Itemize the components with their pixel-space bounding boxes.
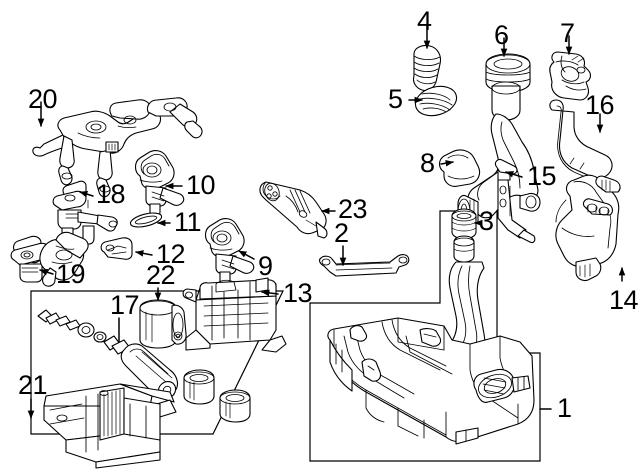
part-22-fuel-filter: [139, 299, 187, 349]
callout-18[interactable]: 18: [96, 179, 126, 209]
part-5-cap-gasket: [414, 85, 458, 117]
part-2-hold-down-strap: [319, 254, 410, 277]
callout-2[interactable]: 2: [334, 218, 349, 248]
fuel-tank-assembly-box: [309, 210, 541, 462]
part-14-charcoal-canister: [555, 174, 621, 282]
callout-16[interactable]: 16: [585, 90, 615, 120]
part-8-filler-hose-elbow: [438, 149, 481, 187]
callout-13[interactable]: 13: [283, 278, 313, 308]
callout-21[interactable]: 21: [18, 370, 48, 400]
callout-12[interactable]: 12: [156, 239, 186, 269]
callout-10[interactable]: 10: [186, 170, 216, 200]
callout-11[interactable]: 11: [174, 207, 202, 237]
part-11-clip: [129, 212, 163, 228]
callout-20[interactable]: 20: [28, 84, 58, 114]
part-12-bracket: [100, 237, 133, 260]
callout-8[interactable]: 8: [420, 148, 435, 178]
part-15-canister-bracket: [494, 158, 536, 244]
part-13-heat-shield: [182, 277, 287, 353]
callout-9[interactable]: 9: [258, 251, 273, 281]
callout-1[interactable]: 1: [557, 393, 572, 423]
part-1-fuel-tank: [327, 261, 535, 445]
part-3-filler-neck-seal: [451, 208, 477, 263]
callout-15[interactable]: 15: [527, 161, 557, 191]
part-17-fuel-pump-assembly: [37, 309, 251, 423]
callout-5[interactable]: 5: [388, 84, 403, 114]
leader-lines: [27, 23, 626, 419]
callout-3[interactable]: 3: [479, 206, 494, 236]
part-21-tank-shield: [43, 383, 177, 469]
part-20-fuel-pump-mount-frame: [32, 97, 203, 198]
callout-22[interactable]: 22: [146, 260, 176, 290]
callout-6[interactable]: 6: [494, 20, 509, 50]
callout-7[interactable]: 7: [560, 18, 575, 48]
part-7-vent-valve: [549, 51, 591, 101]
callout-14[interactable]: 14: [609, 285, 639, 315]
callout-23[interactable]: 23: [338, 194, 368, 224]
callout-4[interactable]: 4: [417, 6, 432, 36]
callout-17[interactable]: 17: [110, 290, 140, 320]
part-10-bracket: [134, 150, 185, 218]
callout-19[interactable]: 19: [56, 259, 86, 289]
part-19-bracket: [10, 231, 89, 287]
